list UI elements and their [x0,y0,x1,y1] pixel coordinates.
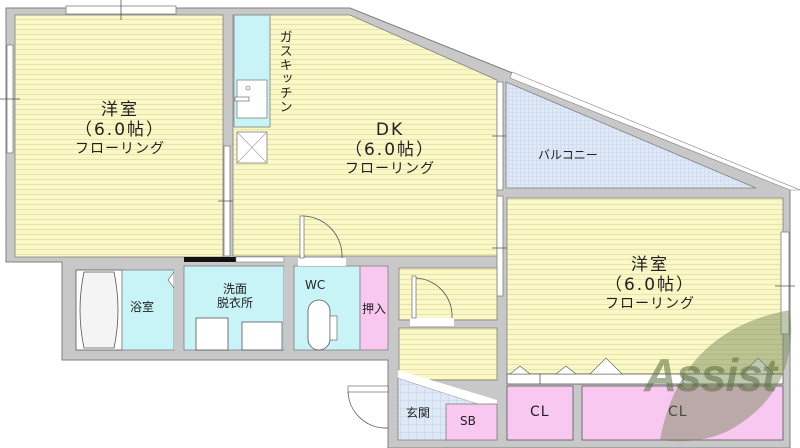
washing-machine [195,317,229,351]
closet-1 [506,385,574,441]
label-closet-1: CL [530,404,550,420]
shoe-box [445,403,498,441]
label-closet-2: CL [668,404,688,421]
room-western-right [506,197,784,375]
label-western-left: 洋室 （6.0帖） フローリング [70,100,170,158]
room-western-left [14,14,224,258]
room-size: （6.0帖） [74,120,166,141]
label-western-right: 洋室 （6.0帖） フローリング [590,255,710,313]
closet-2 [581,385,784,441]
wash-basin [241,321,283,351]
watermark-leaf-icon [660,310,792,442]
room-name: 洋室 [101,100,139,120]
hallway [398,327,498,381]
label-kitchen: ガスキッチン [276,30,292,114]
room-floor: フローリング [75,140,165,157]
room-name: 洋室 [631,255,669,275]
label-dk: DK （6.0帖） フローリング [330,120,450,178]
room-bathroom [121,269,175,351]
label-shoe-box: SB [460,414,476,428]
label-wc: WC [305,278,326,292]
label-entrance: 玄関 [406,406,431,420]
room-name: DK [375,120,405,140]
watermark-logo: Assist [644,349,777,401]
room-floor: フローリング [345,160,435,177]
room-size: （6.0帖） [344,140,436,161]
label-bathroom: 浴室 [130,300,155,314]
toilet [307,299,331,351]
bathtub-icon [79,271,119,349]
washroom-line2: 脱衣所 [216,296,253,311]
room-oshiire [359,265,389,351]
balcony [505,81,757,189]
washroom-line1: 洗面 [222,282,247,296]
label-balcony: バルコニー [538,148,598,162]
label-washroom: 洗面 脱衣所 [210,282,260,311]
label-oshiire: 押入 [362,302,387,316]
room-size: （6.0帖） [604,275,696,296]
room-floor: フローリング [605,295,695,312]
